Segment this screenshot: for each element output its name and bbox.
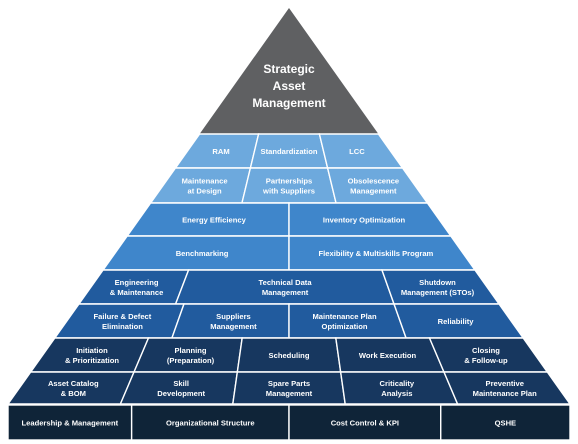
block-engineering-and-maintenance bbox=[77, 269, 190, 305]
label-flexibility-and-multiskills-program: Flexibility & Multiskills Program bbox=[319, 249, 434, 258]
label-management: Management bbox=[262, 288, 309, 297]
label-maintenance-plan: Maintenance Plan bbox=[312, 312, 377, 321]
block-failure-and-defect-elimination bbox=[53, 303, 185, 339]
label-ram: RAM bbox=[212, 147, 229, 156]
block-closing-and-follow-up bbox=[428, 337, 549, 373]
label-maintenance-plan: Maintenance Plan bbox=[473, 389, 538, 398]
label-spare-parts: Spare Parts bbox=[268, 379, 310, 388]
block-spare-parts-management bbox=[231, 371, 347, 405]
label-qshe: QSHE bbox=[495, 419, 517, 428]
block-technical-data-management bbox=[174, 269, 396, 305]
label-cost-control-and-kpi: Cost Control & KPI bbox=[331, 419, 399, 428]
label-obsolescence: Obsolescence bbox=[348, 177, 400, 186]
label-closing: Closing bbox=[472, 346, 500, 355]
label-elimination: Elimination bbox=[102, 322, 143, 331]
base-block-leadership-and-management bbox=[7, 404, 133, 441]
label-criticality: Criticality bbox=[380, 379, 415, 388]
label-energy-efficiency: Energy Efficiency bbox=[182, 216, 247, 225]
base-block-qshe bbox=[440, 404, 571, 441]
label-management: Management bbox=[350, 187, 397, 196]
label-at-design: at Design bbox=[188, 187, 223, 196]
label-standardization: Standardization bbox=[261, 147, 318, 156]
block-preventive-maintenance-plan bbox=[442, 371, 572, 405]
label-and-follow-up: & Follow-up bbox=[464, 356, 508, 365]
block-asset-catalog-and-bom bbox=[6, 371, 136, 405]
label-preventive: Preventive bbox=[486, 379, 524, 388]
block-skill-development bbox=[119, 371, 239, 405]
block-shutdown-management-stos bbox=[380, 269, 501, 305]
block-criticality-analysis bbox=[339, 371, 459, 405]
label-lcc: LCC bbox=[349, 147, 365, 156]
label-management: Management bbox=[252, 96, 325, 110]
label-scheduling: Scheduling bbox=[269, 351, 310, 360]
label-reliability: Reliability bbox=[438, 317, 475, 326]
base-block-cost-control-and-kpi bbox=[288, 404, 442, 441]
label-shutdown: Shutdown bbox=[419, 278, 456, 287]
label-asset: Asset bbox=[273, 79, 306, 93]
block-planning-preparation bbox=[132, 337, 243, 373]
block-maintenance-plan-optimization bbox=[288, 303, 408, 339]
label-optimization: Optimization bbox=[322, 322, 368, 331]
label-technical-data: Technical Data bbox=[259, 278, 313, 287]
pyramid-base bbox=[7, 404, 571, 441]
label-asset-catalog: Asset Catalog bbox=[48, 379, 99, 388]
label-analysis: Analysis bbox=[381, 389, 412, 398]
label-work-execution: Work Execution bbox=[359, 351, 417, 360]
label-organizational-structure: Organizational Structure bbox=[166, 419, 255, 428]
block-partnerships-with-suppliers bbox=[241, 167, 337, 204]
label-suppliers: Suppliers bbox=[216, 312, 251, 321]
label-benchmarking: Benchmarking bbox=[176, 249, 229, 258]
label-engineering: Engineering bbox=[115, 278, 159, 287]
label-management: Management bbox=[210, 322, 257, 331]
pyramid-tier bbox=[77, 269, 501, 305]
label-preparation: (Preparation) bbox=[167, 356, 215, 365]
label-strategic: Strategic bbox=[263, 62, 315, 76]
block-initiation-and-prioritization bbox=[29, 337, 150, 373]
label-skill: Skill bbox=[173, 379, 189, 388]
label-partnerships: Partnerships bbox=[266, 177, 312, 186]
block-maintenance-at-design bbox=[149, 167, 252, 204]
label-and-maintenance: & Maintenance bbox=[110, 288, 164, 297]
label-and-bom: & BOM bbox=[61, 389, 86, 398]
label-initiation: Initiation bbox=[76, 346, 108, 355]
label-and-prioritization: & Prioritization bbox=[65, 356, 119, 365]
label-inventory-optimization: Inventory Optimization bbox=[323, 216, 406, 225]
label-failure-and-defect: Failure & Defect bbox=[94, 312, 152, 321]
pyramid-tier bbox=[6, 371, 572, 405]
label-with-suppliers: with Suppliers bbox=[262, 187, 315, 196]
base-block-organizational-structure bbox=[130, 404, 290, 441]
label-management-stos: Management (STOs) bbox=[401, 288, 475, 297]
label-management: Management bbox=[266, 389, 313, 398]
block-suppliers-management bbox=[170, 303, 290, 339]
label-leadership-and-management: Leadership & Management bbox=[21, 419, 118, 428]
block-obsolescence-management bbox=[326, 167, 429, 204]
pyramid-tier bbox=[149, 167, 429, 204]
label-development: Development bbox=[157, 389, 205, 398]
label-planning: Planning bbox=[174, 346, 206, 355]
apex-strategic-asset-management bbox=[199, 8, 379, 134]
label-maintenance: Maintenance bbox=[182, 177, 228, 186]
pyramid-tier bbox=[174, 133, 404, 169]
